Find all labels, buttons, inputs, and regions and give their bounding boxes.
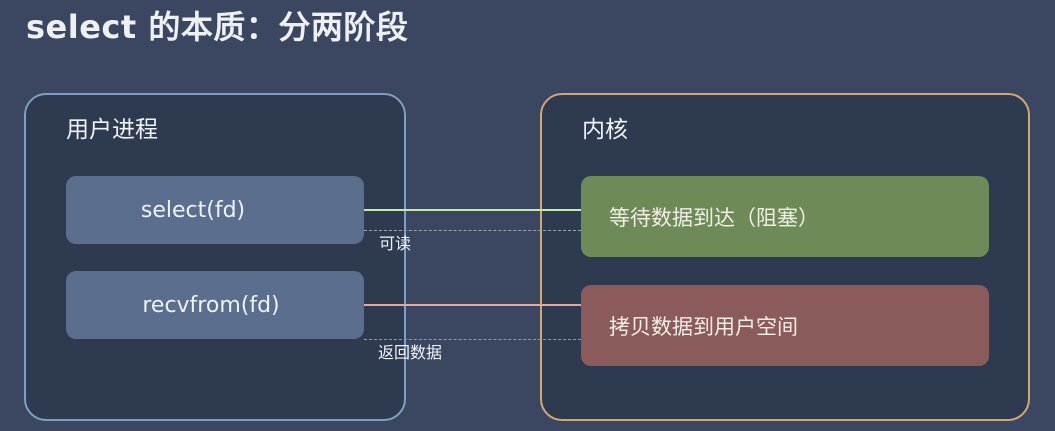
return-data-label: 返回数据 [378,343,443,362]
kernel-panel: 内核 [540,93,1030,421]
recvfrom-call-label: recvfrom(fd) [142,292,280,318]
data-return-line [364,339,581,340]
user-process-title: 用户进程 [66,117,158,143]
wait-data-box: 等待数据到达（阻塞） [581,176,989,257]
page-title: select 的本质：分两阶段 [26,8,409,46]
select-request-line [364,209,581,211]
wait-data-label: 等待数据到达（阻塞） [609,205,819,230]
kernel-title: 内核 [582,117,628,143]
readable-label: 可读 [379,234,412,253]
recvfrom-request-line [364,304,581,306]
readable-return-line [364,230,581,231]
copy-data-label: 拷贝数据到用户空间 [609,314,798,339]
select-call-box: select(fd) [66,176,364,244]
recvfrom-call-box: recvfrom(fd) [66,271,364,339]
user-process-panel: 用户进程 [24,93,406,421]
copy-data-box: 拷贝数据到用户空间 [581,285,989,366]
select-call-label: select(fd) [140,197,246,223]
